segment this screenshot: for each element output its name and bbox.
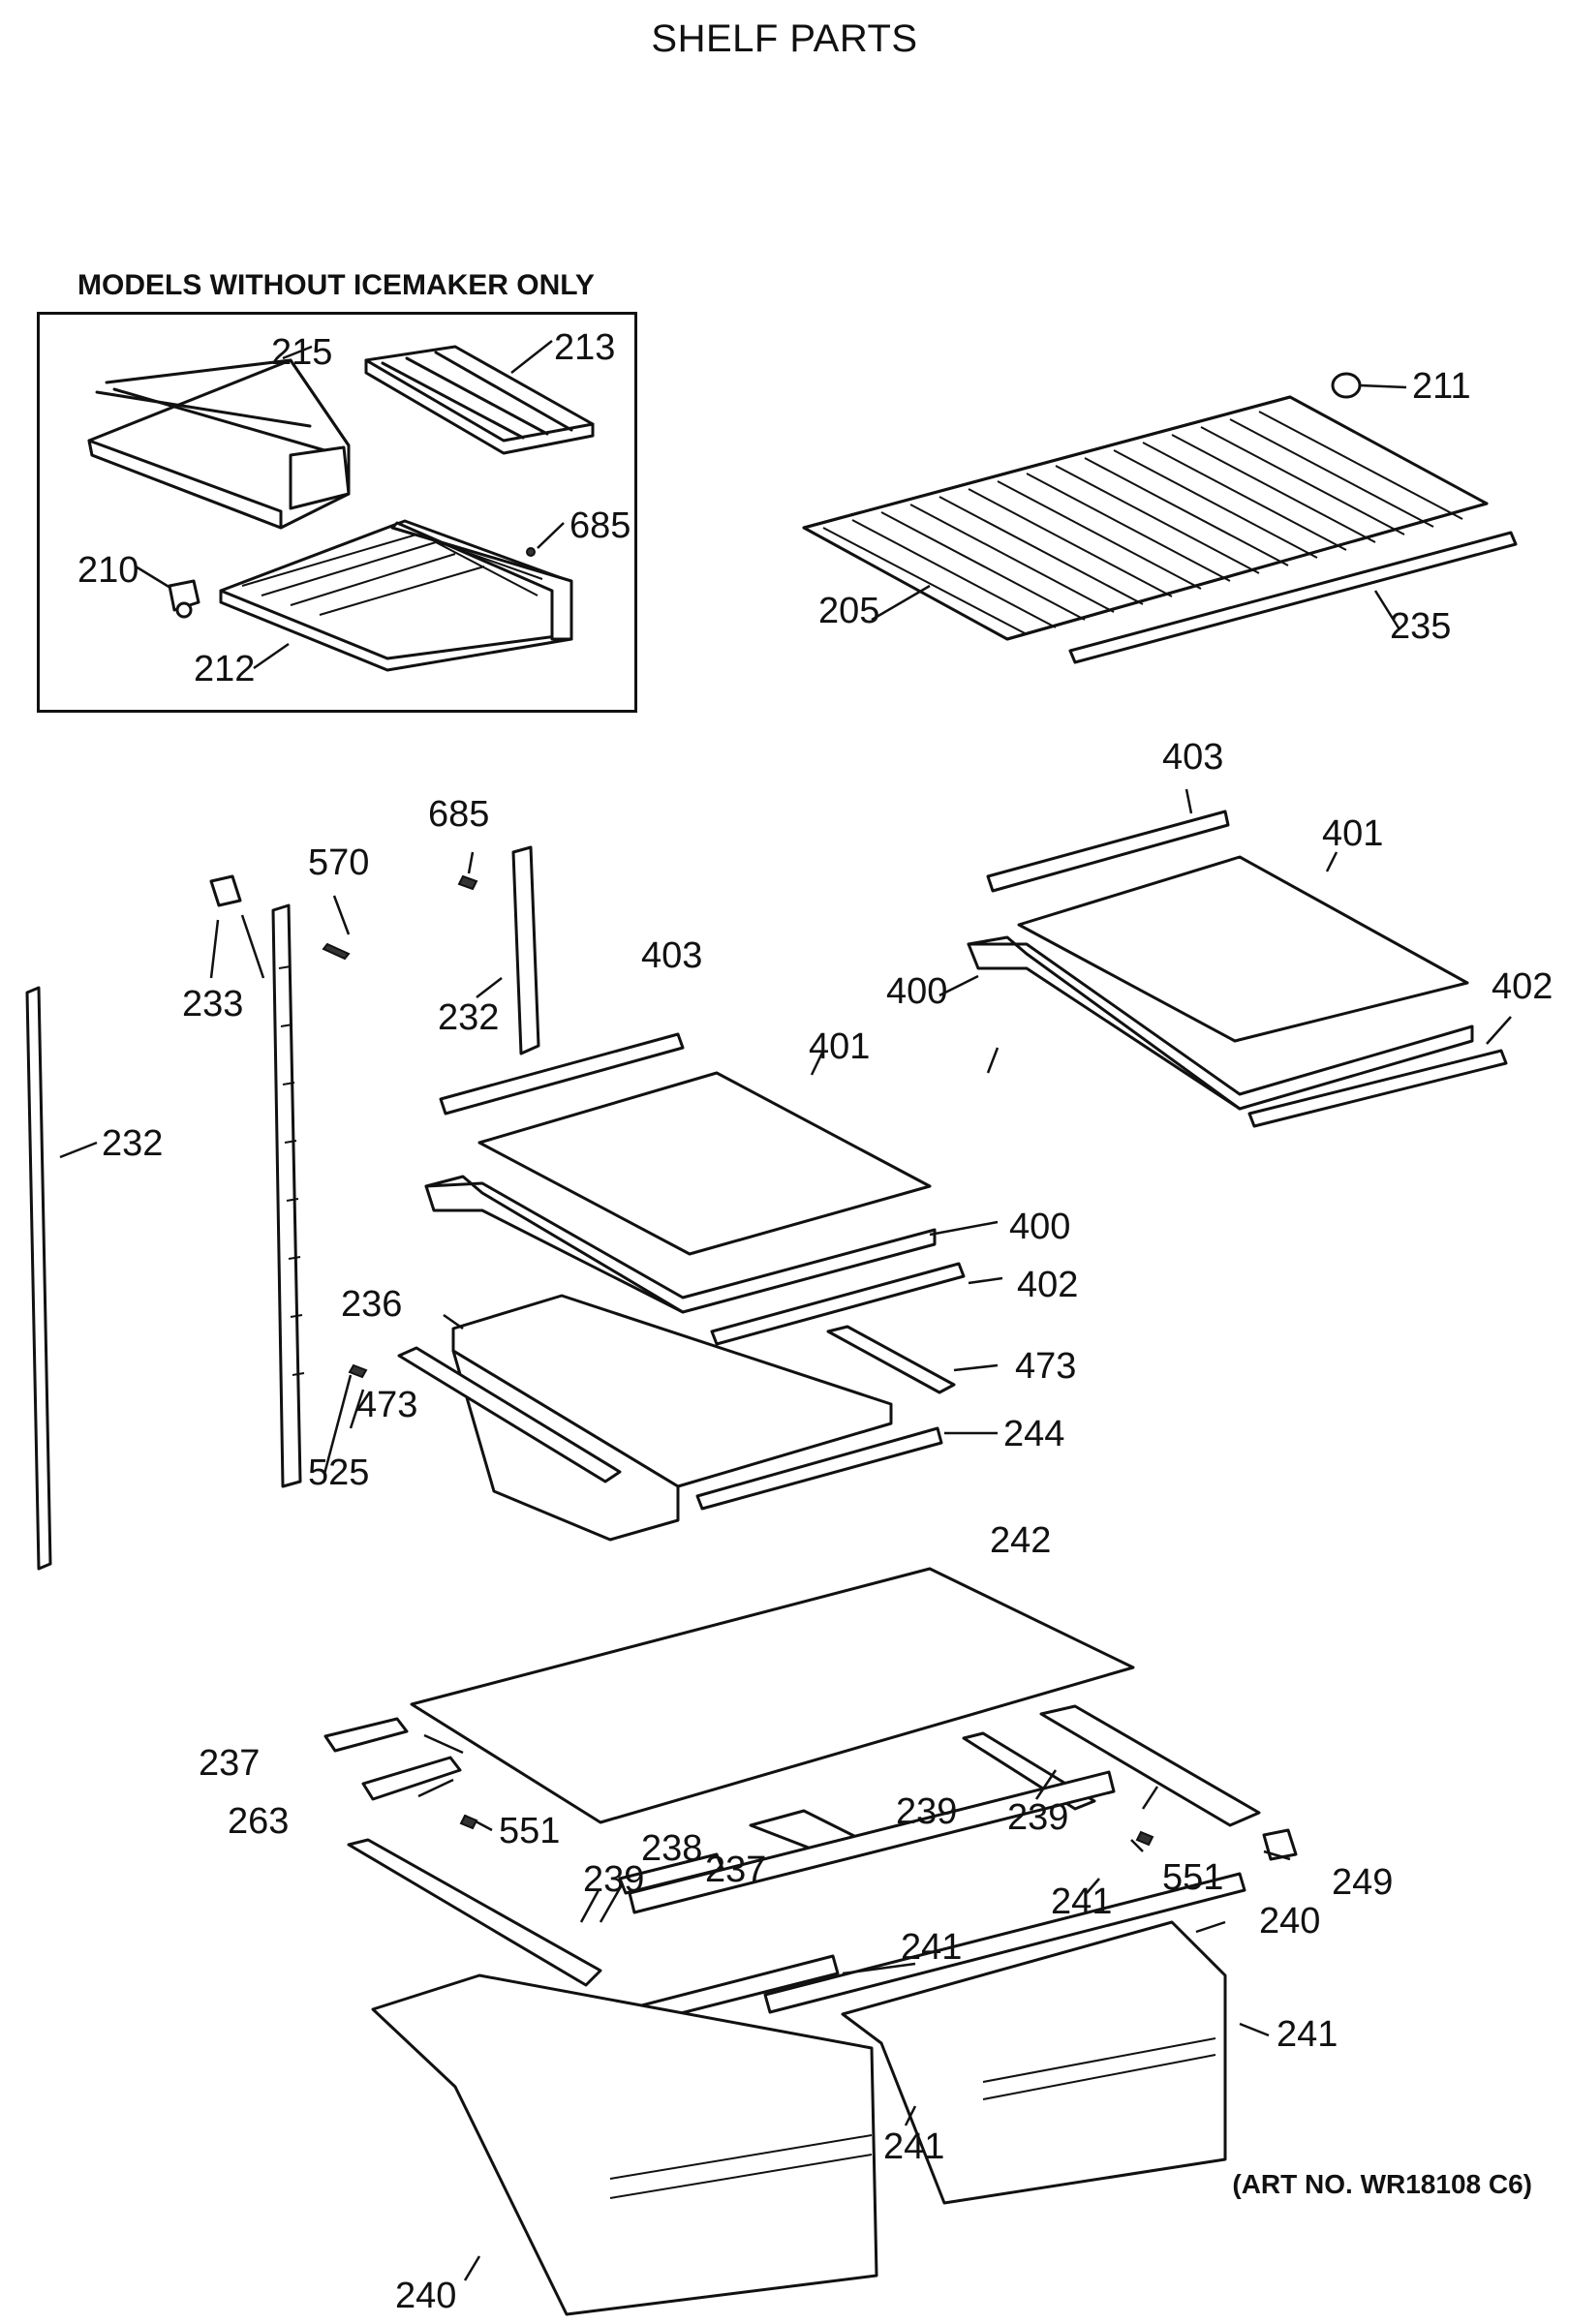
- label-249: 249: [1332, 1862, 1394, 1903]
- wire-shelf-205: [802, 395, 1489, 641]
- label-241-b: 241: [901, 1927, 963, 1968]
- label-403-b: 403: [641, 935, 703, 976]
- label-239: 239: [896, 1791, 958, 1832]
- label-402-b: 402: [1017, 1265, 1079, 1305]
- label-237: 237: [199, 1743, 261, 1784]
- clip-233: [209, 874, 242, 907]
- screw-551-b: [1135, 1830, 1154, 1847]
- label-400-b: 400: [1009, 1207, 1071, 1247]
- label-263: 263: [228, 1801, 290, 1842]
- label-401: 401: [1322, 813, 1384, 854]
- ice-tray-213: [364, 345, 595, 455]
- label-473-b: 473: [356, 1385, 418, 1425]
- label-241-c: 241: [1277, 2014, 1338, 2055]
- label-236: 236: [341, 1284, 403, 1325]
- label-232: 232: [438, 997, 500, 1038]
- ice-tray-shelf-212: [219, 519, 573, 672]
- label-241: 241: [1051, 1881, 1113, 1922]
- drawer-240: [371, 1920, 1227, 2316]
- label-403: 403: [1162, 737, 1224, 778]
- shelf-trim-235: [1068, 531, 1518, 664]
- label-215: 215: [271, 332, 333, 373]
- label-240-b: 240: [395, 2276, 457, 2316]
- ladder-232-left: [25, 986, 52, 1571]
- screw-473: [348, 1363, 368, 1379]
- screw-685-b: [457, 874, 478, 891]
- label-235: 235: [1390, 606, 1452, 647]
- ladder-232-center: [511, 845, 540, 1055]
- screw-551: [459, 1814, 478, 1830]
- label-551: 551: [499, 1811, 561, 1851]
- label-212: 212: [194, 649, 256, 689]
- plug-210: [168, 579, 200, 619]
- label-244: 244: [1003, 1414, 1065, 1454]
- label-237-b: 237: [705, 1850, 767, 1890]
- label-570: 570: [308, 842, 370, 883]
- label-401-b: 401: [809, 1026, 871, 1067]
- label-400: 400: [886, 971, 948, 1012]
- label-239-b: 239: [1007, 1797, 1069, 1838]
- label-402: 402: [1492, 966, 1554, 1007]
- page-title: SHELF PARTS: [651, 17, 918, 60]
- label-685: 685: [569, 505, 631, 546]
- label-242: 242: [990, 1520, 1052, 1561]
- ladder-rail-center: [271, 903, 302, 1488]
- label-685-b: 685: [428, 794, 490, 835]
- label-239-c: 239: [583, 1859, 645, 1900]
- label-205: 205: [818, 591, 880, 631]
- label-473: 473: [1015, 1346, 1077, 1387]
- glass-shelf-center: [424, 1032, 966, 1346]
- label-210: 210: [77, 550, 139, 591]
- label-211: 211: [1412, 366, 1471, 407]
- label-241-d: 241: [883, 2126, 945, 2167]
- label-233: 233: [182, 984, 244, 1024]
- label-240: 240: [1259, 1901, 1321, 1942]
- label-238: 238: [641, 1828, 703, 1869]
- art-number: (ART NO. WR18108 C6): [1232, 2169, 1532, 2199]
- crisper-drawer-236: [397, 1294, 956, 1542]
- screw-570: [322, 942, 351, 961]
- label-551-b: 551: [1162, 1857, 1224, 1898]
- ice-bucket-215: [87, 358, 351, 530]
- inset-box: [37, 312, 637, 713]
- glass-shelf-242: [323, 1567, 1298, 2037]
- glass-shelf-right: [967, 810, 1508, 1128]
- label-232-b: 232: [102, 1123, 164, 1164]
- label-525: 525: [308, 1452, 370, 1493]
- label-213: 213: [554, 327, 616, 368]
- screw-685: [526, 547, 536, 557]
- inset-title: MODELS WITHOUT ICEMAKER ONLY: [77, 269, 595, 301]
- cap-211: [1331, 372, 1362, 399]
